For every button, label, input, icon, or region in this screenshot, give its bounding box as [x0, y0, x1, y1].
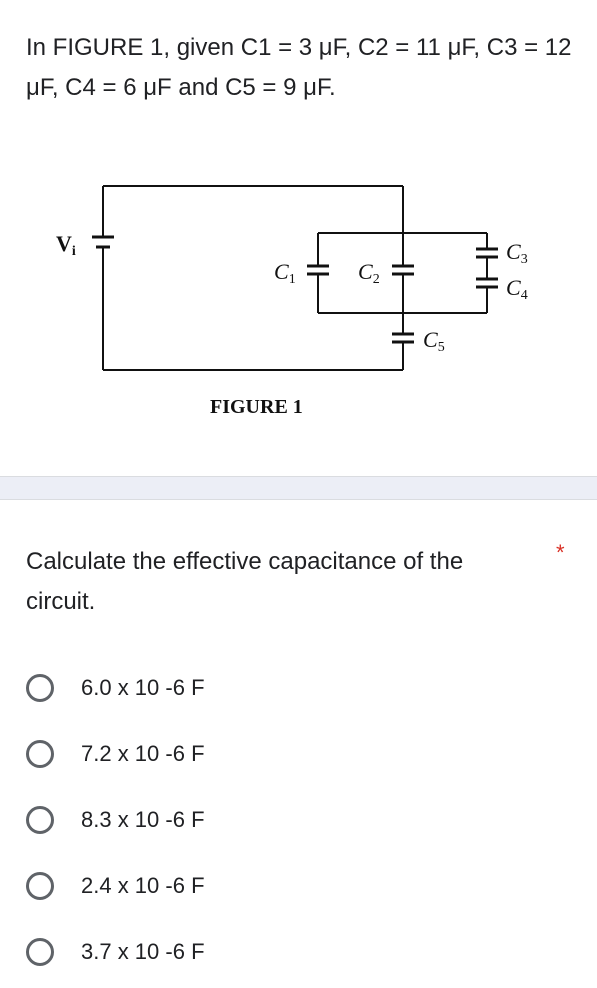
- radio-button[interactable]: [26, 674, 54, 702]
- circuit-figure: Vi C1 C2 C3 C4 C5 FIGURE 1: [40, 175, 560, 425]
- circuit-wires: [102, 185, 488, 371]
- option-label: 2.4 x 10 -6 F: [81, 873, 205, 898]
- option-label: 7.2 x 10 -6 F: [81, 741, 205, 766]
- option-5[interactable]: 3.7 x 10 -6 F: [26, 919, 566, 985]
- problem-statement: In FIGURE 1, given C1 = 3 μF, C2 = 11 μF…: [26, 34, 572, 101]
- circuit-diagram: Vi C1 C2 C3 C4 C5 FIGURE 1: [56, 185, 528, 418]
- option-4[interactable]: 2.4 x 10 -6 F: [26, 853, 566, 919]
- label-c1: C1: [274, 259, 296, 287]
- label-c2: C2: [358, 259, 380, 287]
- radio-button[interactable]: [26, 740, 54, 768]
- section-divider: [0, 476, 597, 500]
- option-2[interactable]: 7.2 x 10 -6 F: [26, 721, 566, 787]
- radio-button[interactable]: [26, 872, 54, 900]
- option-1[interactable]: 6.0 x 10 -6 F: [26, 655, 566, 721]
- question-title: Calculate the effective capacitance of t…: [26, 548, 464, 615]
- label-c4: C4: [506, 275, 528, 303]
- figure-caption: FIGURE 1: [210, 396, 303, 418]
- option-label: 3.7 x 10 -6 F: [81, 939, 205, 964]
- capacitor-plates: [92, 235, 498, 344]
- label-c5: C5: [423, 327, 445, 355]
- radio-button[interactable]: [26, 806, 54, 834]
- option-label: 8.3 x 10 -6 F: [81, 807, 205, 832]
- option-label: 6.0 x 10 -6 F: [81, 675, 205, 700]
- radio-button[interactable]: [26, 938, 54, 966]
- option-3[interactable]: 8.3 x 10 -6 F: [26, 787, 566, 853]
- answer-options: 6.0 x 10 -6 F 7.2 x 10 -6 F 8.3 x 10 -6 …: [26, 655, 566, 985]
- label-source: Vi: [56, 231, 76, 259]
- required-marker: *: [556, 540, 565, 565]
- label-c3: C3: [506, 239, 528, 267]
